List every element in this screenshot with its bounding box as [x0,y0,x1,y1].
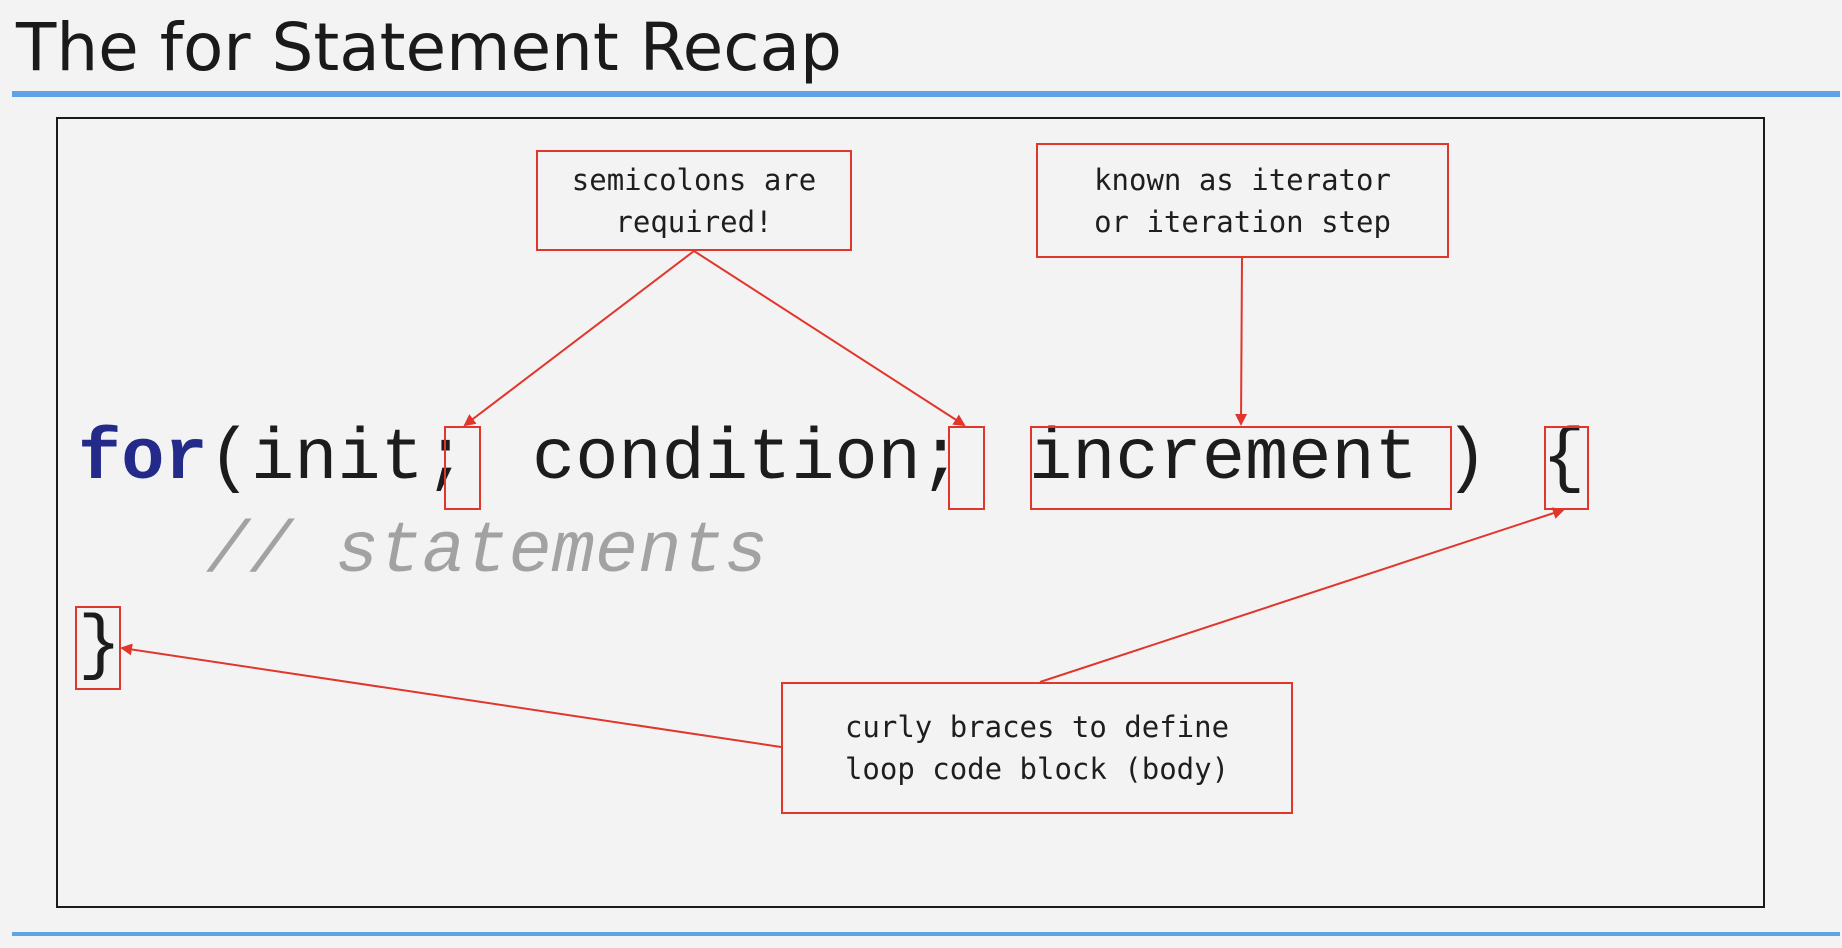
iterator-callout-line-2: or iteration step [1094,204,1391,239]
open-brace-highlight [1544,426,1589,510]
iterator-callout: known as iterator or iteration step [1036,143,1449,258]
condition-expression: condition [532,418,921,500]
open-paren: ( [208,418,252,500]
arrow-semicolons-to-semicolon-1 [463,250,695,427]
close-brace-highlight [75,606,121,690]
close-brace: } [78,605,122,687]
semicolons-callout-line-1: semicolons are [571,162,817,197]
semicolon-1-highlight [444,426,481,510]
increment-expression: increment [1029,418,1418,500]
close-paren: ) [1445,418,1489,500]
arrow-braces-to-open-brace [1039,507,1565,683]
braces-callout-line-2: loop code block (body) [844,752,1230,786]
arrow-semicolons-to-semicolon-2 [693,250,966,427]
slide-title: The for Statement Recap [16,9,842,86]
braces-callout-line-1: curly braces to define [844,710,1230,744]
iterator-callout-line-1: known as iterator [1094,162,1391,197]
open-brace: { [1542,418,1586,500]
title-rule [12,91,1840,97]
footer-rule [12,932,1840,936]
braces-callout: curly braces to define loop code block (… [781,682,1293,814]
semicolon-2: ; [919,418,963,500]
arrow-iterator-to-increment [1235,257,1248,426]
semicolons-callout: semicolons are required! [536,150,852,251]
semicolon-2-highlight [948,426,985,510]
keyword-for: for [78,418,208,500]
statements-comment: // statements [206,511,768,593]
semicolons-callout-line-2: required! [615,204,773,239]
arrow-braces-to-close-brace [120,643,782,748]
code-frame [56,117,1765,908]
increment-highlight [1030,426,1452,510]
init-expression: init [251,418,424,500]
